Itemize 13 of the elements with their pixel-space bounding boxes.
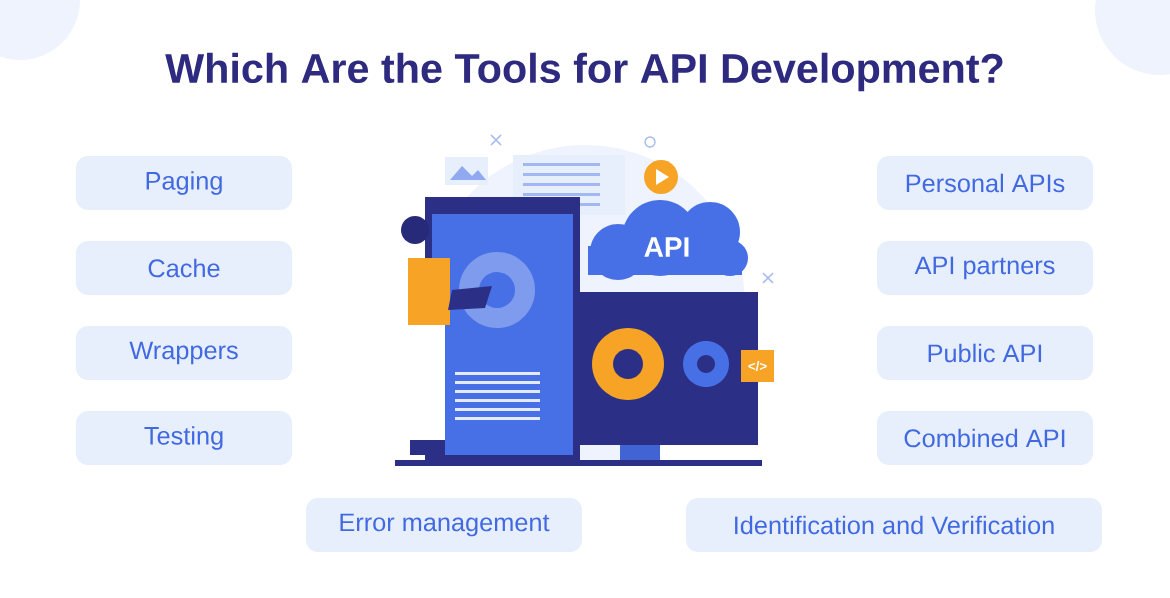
code-symbol: </>: [748, 361, 767, 371]
pill-box: Identification and Verification: [686, 498, 1102, 552]
title: Which Are the Tools for API Development?: [165, 52, 1003, 92]
pill-box: Personal APIs: [877, 156, 1093, 210]
pill-box: API partners: [877, 241, 1093, 295]
pill-box: Combined API: [877, 411, 1093, 465]
pill-box: Testing: [76, 411, 292, 465]
pill-box: Public API: [877, 326, 1093, 380]
pill-box: Wrappers: [76, 326, 292, 380]
pill-box: Error management: [306, 498, 582, 552]
pill-box: Cache: [76, 241, 292, 295]
pill-box: Paging: [76, 156, 292, 210]
cloud-label: API: [644, 237, 689, 257]
